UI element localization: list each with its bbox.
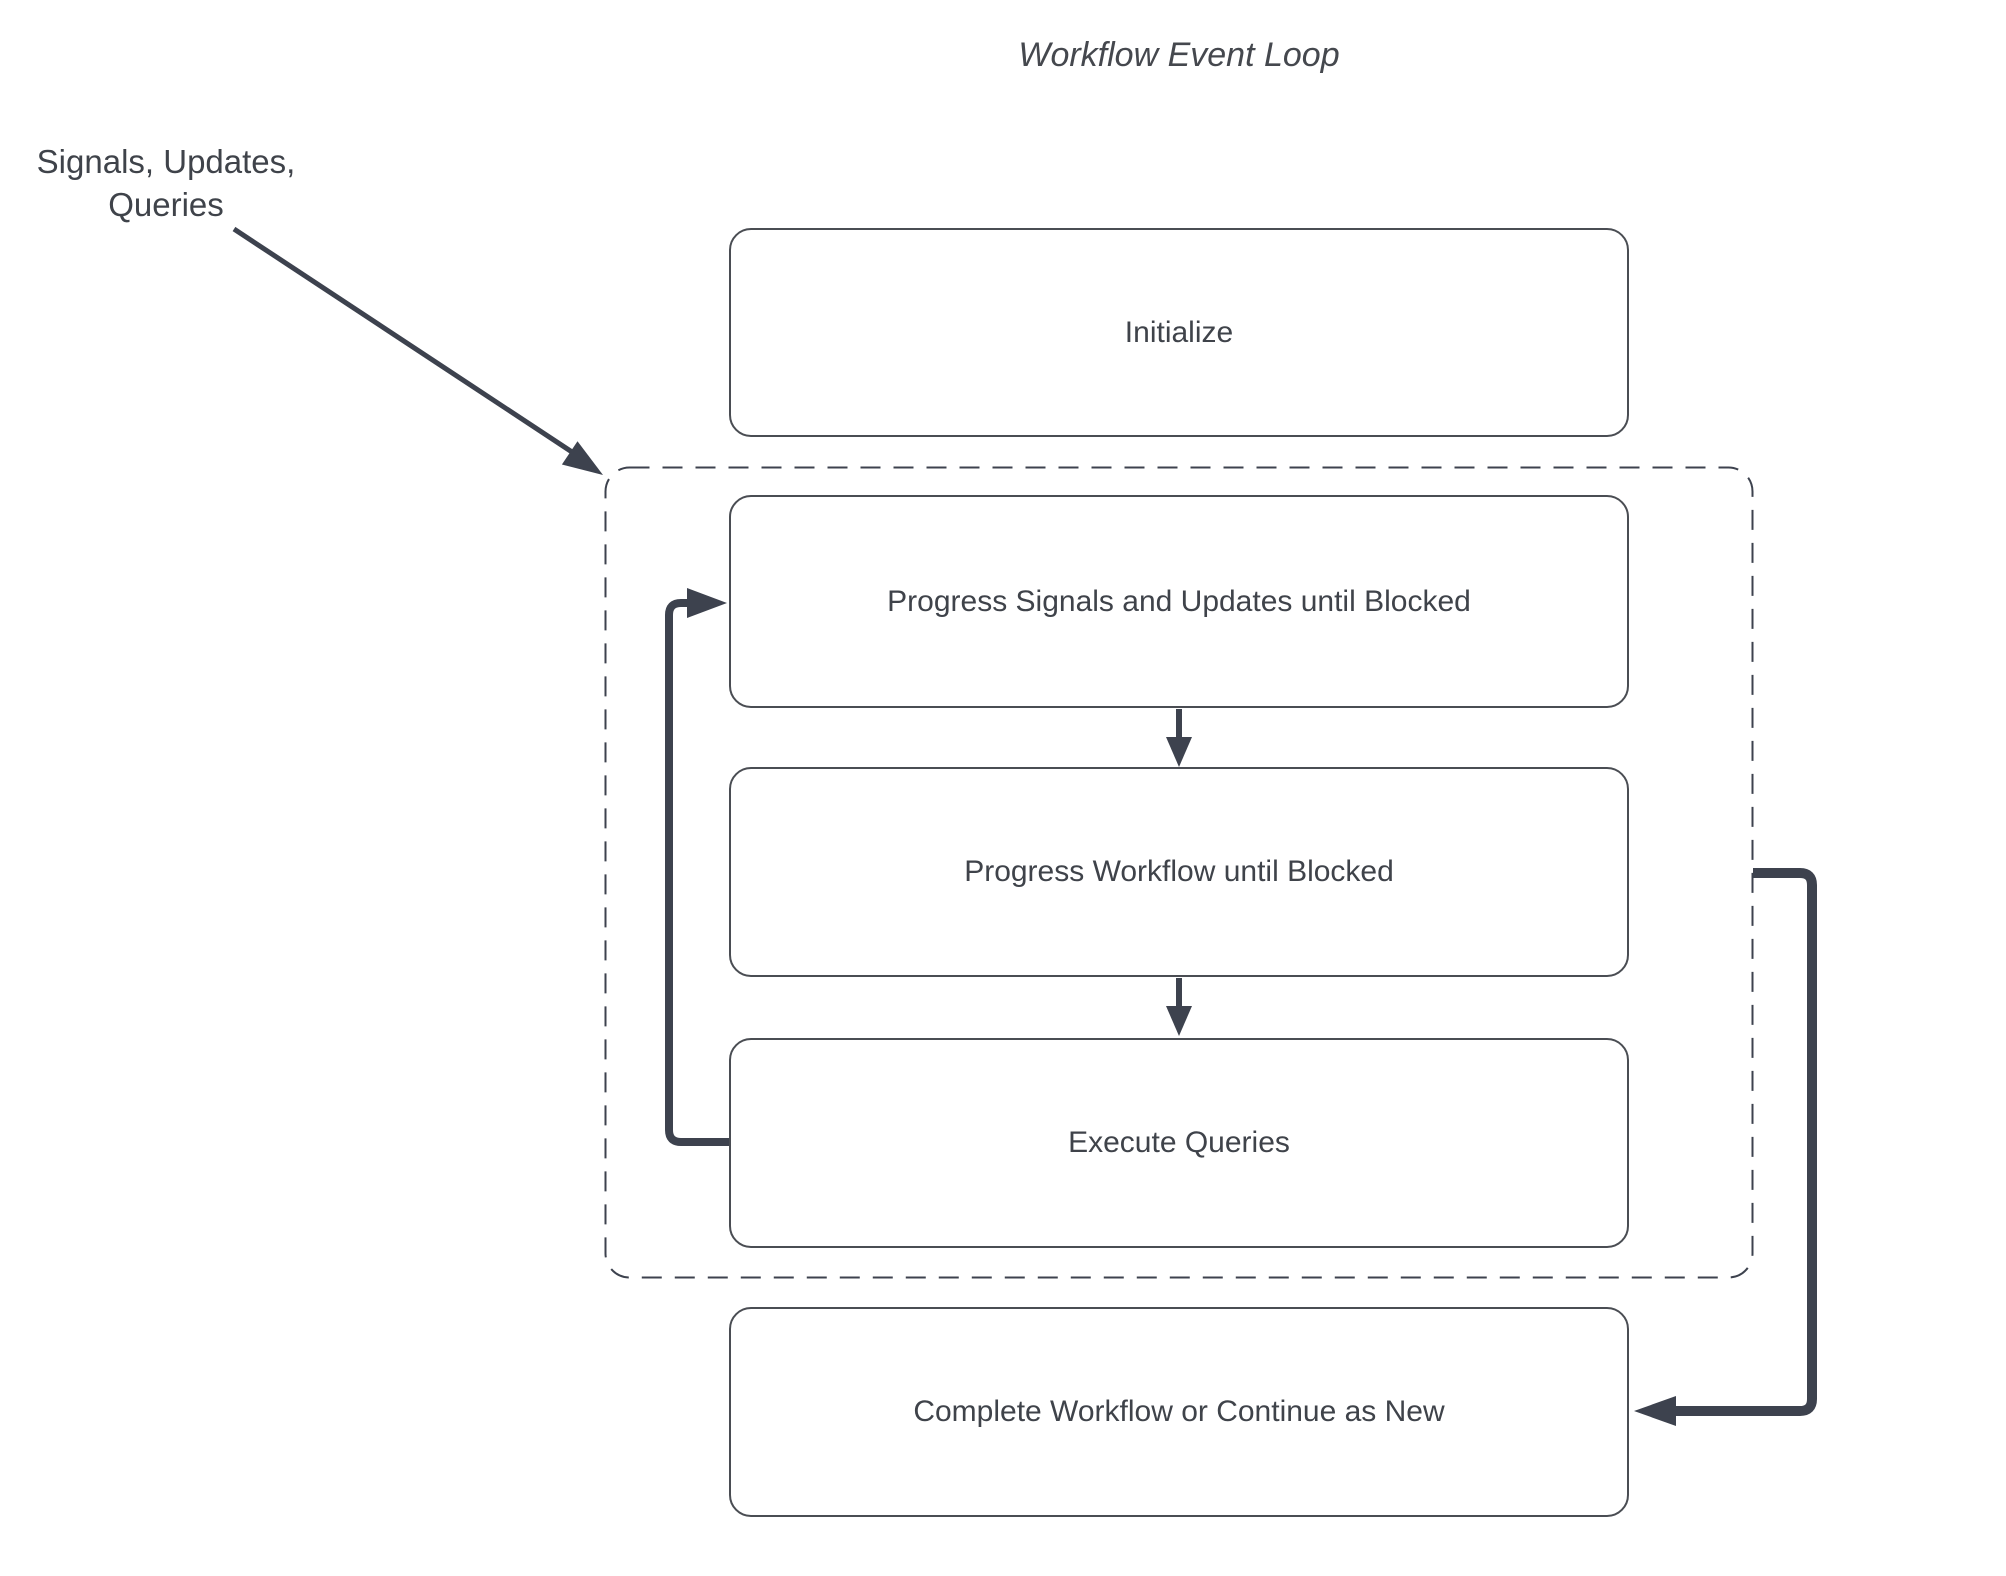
annotation-line-1: Signals, Updates, [36, 143, 296, 180]
node-initialize: Initialize [729, 228, 1629, 437]
loop-back-arrow-path [665, 599, 731, 1146]
node-progress-signals-label: Progress Signals and Updates until Block… [887, 584, 1471, 618]
arrow-workflow-to-queries-head-icon [1166, 1006, 1192, 1036]
node-initialize-label: Initialize [1124, 315, 1234, 349]
annotation-signals-updates-queries: Signals, Updates, Queries [20, 140, 312, 226]
exit-arrowhead-icon [1634, 1396, 1676, 1426]
signals-annotation-arrowhead-icon [561, 441, 603, 475]
node-progress-workflow: Progress Workflow until Blocked [729, 767, 1629, 977]
diagram-title: Workflow Event Loop [1018, 36, 1340, 74]
node-progress-workflow-label: Progress Workflow until Blocked [964, 855, 1394, 888]
node-execute-queries: Execute Queries [729, 1038, 1629, 1248]
node-progress-signals-and-updates: Progress Signals and Updates until Block… [729, 495, 1629, 708]
signals-annotation-arrow-line [232, 226, 574, 455]
node-complete-workflow-label: Complete Workflow or Continue as New [913, 1395, 1445, 1428]
exit-arrow-path [1676, 868, 1817, 1416]
annotation-line-2: Queries [108, 186, 224, 223]
loop-back-arrowhead-icon [687, 588, 727, 618]
node-complete-workflow: Complete Workflow or Continue as New [729, 1307, 1629, 1517]
node-execute-queries-label: Execute Queries [1068, 1126, 1290, 1159]
arrow-signals-to-workflow-head-icon [1166, 737, 1192, 767]
